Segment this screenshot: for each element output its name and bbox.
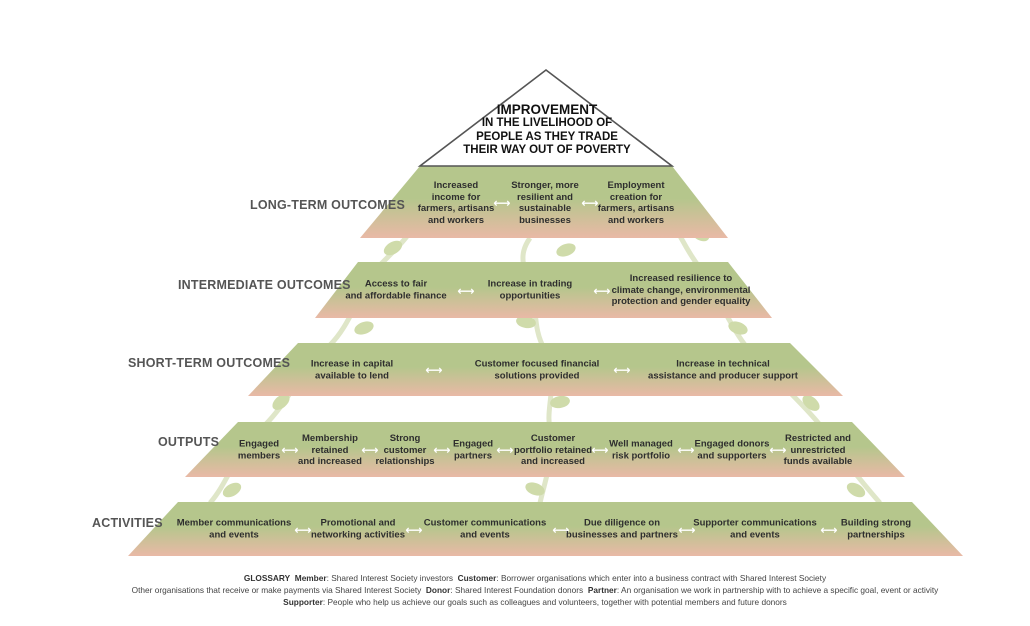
band-short-term <box>248 343 843 396</box>
link-arrow-icon: ⟷ <box>496 443 514 457</box>
link-arrow-icon: ⟷ <box>425 363 443 377</box>
output-funds-available: Restricted and unrestricted funds availa… <box>783 432 853 467</box>
outcome-employment-creation: Employment creation for farmers, artisan… <box>597 180 675 226</box>
glossary-line-3: Supporter: People who help us achieve ou… <box>283 597 787 607</box>
outcome-financial-solutions: Customer focused financial solutions pro… <box>474 358 600 382</box>
activity-due-diligence: Due diligence on businesses and partners <box>566 517 678 541</box>
outcome-trading-opportunities: Increase in trading opportunities <box>487 278 573 302</box>
link-arrow-icon: ⟷ <box>294 523 312 537</box>
leaf-icon <box>556 243 576 257</box>
glossary-term-partner: Partner <box>587 585 617 595</box>
glossary-term-supporter: Supporter <box>283 597 323 607</box>
level-label-short-term: SHORT-TERM OUTCOMES <box>128 356 291 370</box>
link-arrow-icon: ⟷ <box>281 443 299 457</box>
pyramid-bands <box>128 166 963 556</box>
link-arrow-icon: ⟷ <box>433 443 451 457</box>
band-activities <box>128 502 963 556</box>
outcome-increased-resilience: Increased resilience to climate change, … <box>611 272 751 307</box>
glossary-def-customer: Borrower organisations which enter into … <box>500 573 827 583</box>
link-arrow-icon: ⟷ <box>613 363 631 377</box>
leaf-icon <box>846 482 866 498</box>
glossary-line-1: GLOSSARY Member: Shared Interest Society… <box>243 573 827 583</box>
link-arrow-icon: ⟷ <box>591 443 609 457</box>
level-label-activities: ACTIVITIES <box>92 516 163 530</box>
output-membership-retained: Membership retained and increased <box>298 432 362 467</box>
apex-triangle <box>417 68 675 167</box>
output-customer-relationships: Strong customer relationships <box>375 432 435 467</box>
link-arrow-icon: ⟷ <box>678 523 696 537</box>
outcome-technical-assistance: Increase in technical assistance and pro… <box>648 358 798 382</box>
band-intermediate <box>315 262 772 318</box>
leaf-icon <box>516 315 536 329</box>
outcome-stronger-businesses: Stronger, more resilient and sustainable… <box>511 180 579 226</box>
output-engaged-donors: Engaged donors and supporters <box>694 438 770 462</box>
glossary-term-customer: Customer <box>457 573 497 583</box>
output-engaged-members: Engaged members <box>237 438 281 462</box>
leaf-icon <box>272 394 290 410</box>
leaf-icon <box>383 240 403 256</box>
link-arrow-icon: ⟷ <box>457 284 475 298</box>
link-arrow-icon: ⟷ <box>361 443 379 457</box>
glossary-line-2: Other organisations that receive or make… <box>131 585 939 595</box>
glossary-heading: GLOSSARY <box>243 573 291 583</box>
leaf-icon <box>802 395 820 411</box>
leaf-icon <box>728 321 748 335</box>
outcome-capital-available: Increase in capital available to lend <box>310 358 394 382</box>
apex-title: IMPROVEMENT <box>496 102 598 117</box>
link-arrow-icon: ⟷ <box>552 523 570 537</box>
activity-building-partnerships: Building strong partnerships <box>840 517 912 541</box>
glossary-def-donor: Shared Interest Foundation donors <box>454 585 584 595</box>
glossary-def-member: Shared Interest Society investors <box>331 573 453 583</box>
band-long-term <box>360 166 728 238</box>
link-arrow-icon: ⟷ <box>493 196 511 210</box>
activity-member-communications: Member communications and events <box>176 517 292 541</box>
apex-goal: IMPROVEMENT IN THE LIVELIHOOD OF PEOPLE … <box>440 102 654 158</box>
leaf-icon <box>354 321 374 335</box>
link-arrow-icon: ⟷ <box>593 284 611 298</box>
activity-promotional-networking: Promotional and networking activities <box>311 517 405 541</box>
level-label-long-term: LONG-TERM OUTCOMES <box>250 198 405 212</box>
output-customer-portfolio: Customer portfolio retained and increase… <box>513 432 593 467</box>
link-arrow-icon: ⟷ <box>405 523 423 537</box>
leaf-icon <box>550 395 570 409</box>
glossary-term-member: Member <box>294 573 327 583</box>
outcome-access-finance: Access to fair and affordable finance <box>345 278 447 302</box>
leaf-icon <box>525 482 545 496</box>
link-arrow-icon: ⟷ <box>820 523 838 537</box>
link-arrow-icon: ⟷ <box>677 443 695 457</box>
link-arrow-icon: ⟷ <box>581 196 599 210</box>
activity-supporter-communications: Supporter communications and events <box>693 517 817 541</box>
glossary-def-partner: An organisation we work in partnership w… <box>621 585 939 595</box>
glossary: GLOSSARY Member: Shared Interest Society… <box>40 572 1030 608</box>
glossary-term-donor: Donor <box>425 585 451 595</box>
apex-subtitle: IN THE LIVELIHOOD OF PEOPLE AS THEY TRAD… <box>463 117 631 156</box>
leaf-icon <box>222 482 242 498</box>
glossary-def-supporter: People who help us achieve our goals suc… <box>327 597 787 607</box>
band-outputs <box>185 422 905 477</box>
glossary-def-other: Other organisations that receive or make… <box>131 585 422 595</box>
activity-customer-communications: Customer communications and events <box>423 517 547 541</box>
outcome-increased-income: Increased income for farmers, artisans a… <box>417 180 495 226</box>
output-risk-portfolio: Well managed risk portfolio <box>609 438 673 462</box>
output-engaged-partners: Engaged partners <box>452 438 494 462</box>
level-label-intermediate: INTERMEDIATE OUTCOMES <box>178 278 351 292</box>
link-arrow-icon: ⟷ <box>769 443 787 457</box>
level-label-outputs: OUTPUTS <box>158 435 220 449</box>
